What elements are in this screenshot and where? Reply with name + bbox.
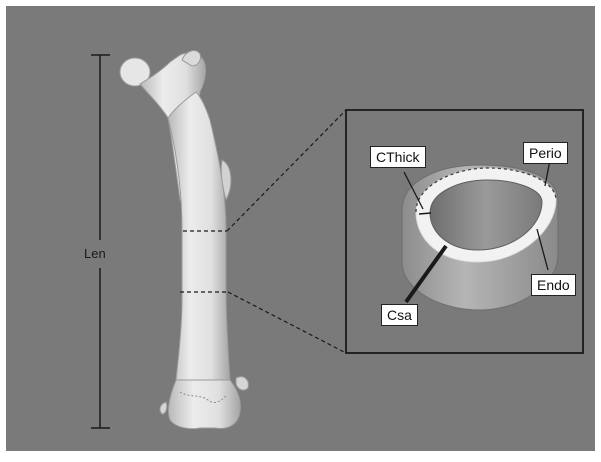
length-label: Len — [84, 246, 106, 262]
csa-label: Csa — [381, 304, 418, 326]
endo-label: Endo — [531, 274, 576, 296]
perio-label: Perio — [523, 142, 568, 164]
cthick-label: CThick — [370, 146, 426, 168]
